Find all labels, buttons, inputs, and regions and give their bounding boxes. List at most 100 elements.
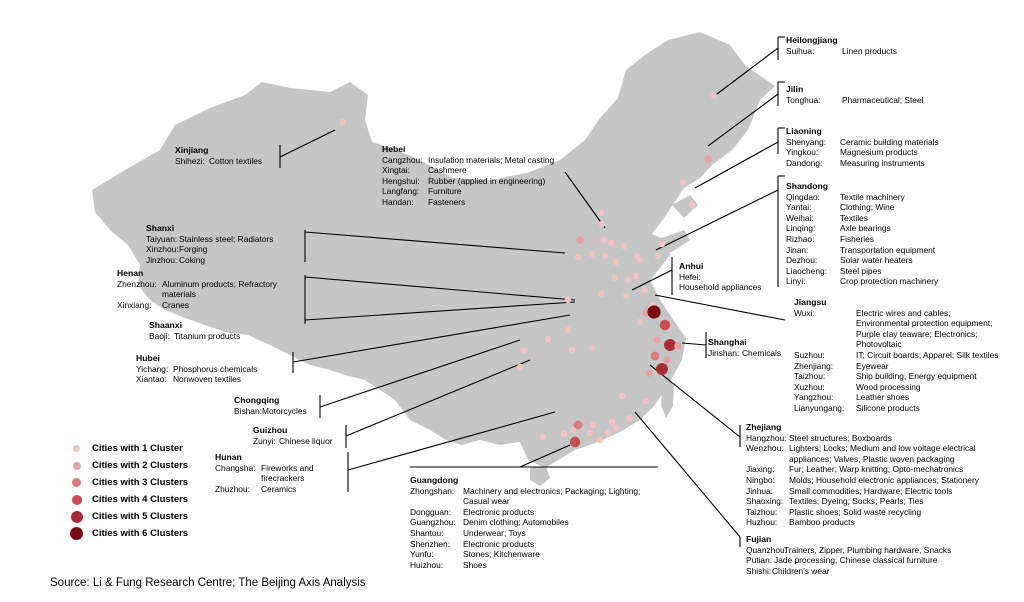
city-name: Handan: — [382, 196, 414, 207]
city-name: Yichang: — [136, 363, 169, 374]
city-cluster-dot — [586, 429, 594, 437]
city-name: Quanzhou: — [746, 544, 787, 555]
city-cluster-dot — [596, 436, 604, 444]
city-row: Taiyuan:Stainless steel; Radiators — [146, 234, 274, 245]
city-row: Jinan: Transportation equipment — [786, 245, 938, 256]
city-name: Shaoxing: — [746, 496, 784, 507]
map-legend: Cities with 1 Cluster Cities with 2 Clus… — [70, 440, 188, 542]
city-products: Children's wear — [772, 565, 830, 576]
city-name: Jiaxing: — [746, 464, 775, 475]
city-name: Hefei: — [679, 271, 701, 282]
city-cluster-dot — [601, 252, 609, 260]
city-name: Shihezi: — [175, 155, 205, 166]
city-row: Yichang: Phosphorus chemicals — [136, 364, 257, 375]
legend-dot-icon — [71, 510, 83, 523]
province-shandong: Shandong Qingdao:Textile machinery Yanta… — [786, 181, 938, 287]
city-cluster-dot — [516, 363, 524, 371]
city-name: Changsha: — [215, 462, 256, 473]
city-name: Shantou: — [410, 527, 444, 538]
city-cluster-dot — [688, 201, 696, 209]
city-row: Dandong: Measuring instruments — [786, 158, 939, 169]
city-products: Titanium products — [174, 330, 241, 341]
legend-item: Cities with 6 Clusters — [70, 525, 188, 542]
city-cluster-dot — [624, 276, 632, 284]
city-row: Jiaxing:Fur; Leather; Warp knitting; Opt… — [746, 464, 999, 475]
city-products: Furniture — [428, 186, 462, 197]
legend-item: Cities with 3 Clusters — [70, 474, 188, 491]
city-products: Leather shoes — [856, 392, 910, 403]
city-row: Hengshui:Rubber (applied in engineering) — [382, 176, 554, 187]
city-cluster-dot — [612, 258, 620, 266]
legend-dot-icon — [72, 478, 81, 487]
city-row: Yunfu:Stones; Kitchenware — [410, 549, 658, 560]
city-row: Dezhou:Solar water heaters — [786, 255, 938, 266]
city-products: Aluminum products; Refractory materials — [162, 278, 277, 300]
city-products: Bamboo products — [789, 517, 855, 528]
province-name: Hebei — [382, 144, 406, 154]
city-name: Dandong: — [786, 157, 823, 168]
province-heilongjiang: Heilongjiang Suihua:Linen products — [786, 35, 897, 56]
city-cluster-dot — [659, 319, 671, 331]
city-row: Shenzhen:Electronic products — [410, 539, 658, 550]
city-cluster-dot — [636, 256, 644, 264]
city-cluster-dot — [607, 239, 615, 247]
city-cluster-dot — [574, 253, 582, 261]
city-products: Cranes — [162, 299, 189, 310]
city-row: Shaoxing:Textiles; Dyeing; Socks; Pearls… — [746, 496, 999, 507]
city-cluster-dots — [339, 92, 718, 448]
province-henan: Henan Zhenzhou:Aluminum products; Refrac… — [117, 268, 287, 310]
city-row: Yangzhou:Leather shoes — [794, 392, 1006, 403]
province-name: Heilongjiang — [786, 35, 838, 45]
city-cluster-dot — [564, 326, 572, 334]
city-cluster-dot — [710, 92, 718, 100]
legend-label: Cities with 4 Clusters — [92, 494, 189, 505]
province-name: Xinjiang — [175, 145, 209, 155]
city-row: Huizhou:Shoes — [410, 560, 658, 571]
city-products: Axle bearings — [840, 223, 891, 234]
city-name: Rizhao: — [786, 233, 815, 244]
city-cluster-dot — [564, 296, 572, 304]
city-cluster-dot — [560, 430, 568, 438]
city-name: Shishi: — [746, 565, 772, 576]
city-row: Xingtai:Cashmere — [382, 165, 554, 176]
city-row: Cangzhou:Insulation materials; Metal cas… — [382, 155, 554, 166]
city-row: Handan:Fasteners — [382, 197, 554, 208]
city-products: Measuring instruments — [840, 157, 925, 168]
city-row: Huzhou:Bamboo products — [746, 517, 999, 528]
city-products: Wood processing — [856, 381, 921, 392]
city-name: Dongguan: — [410, 506, 451, 517]
city-products: Silicone products — [856, 402, 920, 413]
city-name: Zhenjiang: — [794, 360, 834, 371]
province-name: Henan — [117, 268, 144, 278]
city-products: Transportation equipment — [840, 244, 936, 255]
city-products: Stones; Kitchenware — [463, 549, 540, 560]
city-row: Yingkou:Magnesium products — [786, 147, 939, 158]
city-row: Putian:Jade processing, Chinese classica… — [746, 555, 951, 566]
city-name: Jinan: — [786, 244, 809, 255]
city-name: Baoji: — [149, 330, 170, 341]
china-landmass — [92, 32, 775, 468]
city-row: Tonghua:Pharmaceutical; Steel — [786, 95, 923, 106]
city-cluster-dot — [674, 342, 682, 350]
city-products: Phosphorus chemicals — [173, 363, 258, 374]
city-name: Putian: — [746, 555, 773, 566]
city-products: Stainless steel; Radiators — [179, 233, 274, 244]
city-cluster-dot — [622, 292, 630, 300]
city-cluster-dot — [650, 351, 660, 361]
city-products: Molds; Household electronic appliances; … — [789, 474, 979, 485]
province-name: Jiangsu — [794, 297, 827, 307]
legend-dot-icon — [72, 494, 82, 505]
city-cluster-dot — [664, 339, 676, 351]
city-name: Wenzhou: — [746, 443, 784, 454]
city-row: Zhenjiang:Eyewear — [794, 361, 1006, 372]
province-hubei: Hubei Yichang:Phosphorus chemicals Xiant… — [136, 353, 257, 385]
province-name: Shanxi — [146, 223, 175, 233]
city-cluster-dot — [636, 318, 644, 326]
city-products: Pharmaceutical; Steel — [842, 94, 924, 105]
legend-item: Cities with 2 Clusters — [70, 457, 188, 474]
province-chongqing: Chongqing Bishan:Motorcycles — [234, 395, 307, 416]
city-name: Yantai: — [786, 202, 812, 213]
province-fujian: Fujian Quanzhou:Trainers, Zipper, Plumbi… — [746, 534, 951, 576]
legend-label: Cities with 3 Clusters — [92, 477, 189, 488]
